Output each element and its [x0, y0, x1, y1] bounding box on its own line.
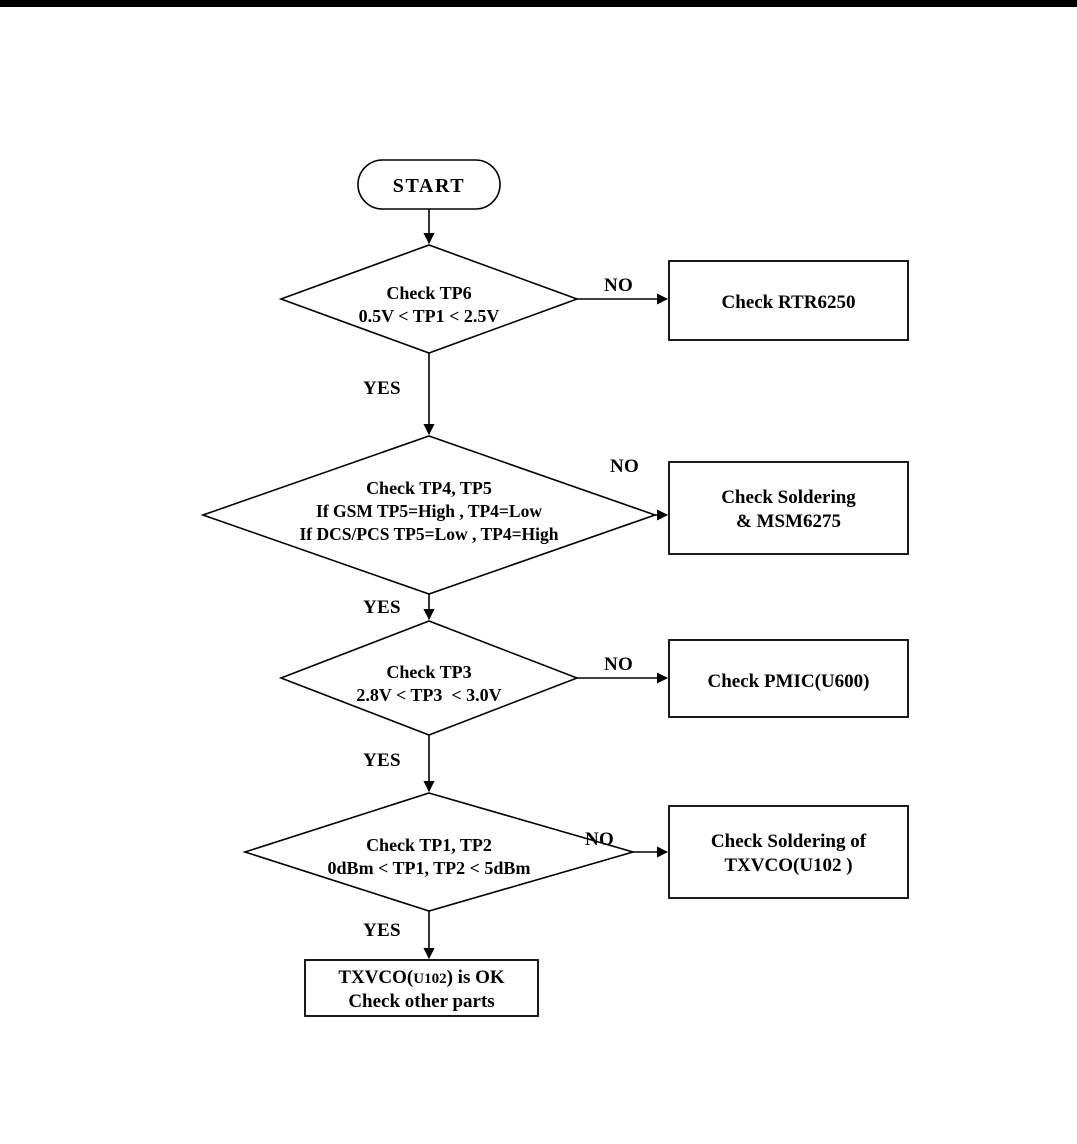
edge-label-yes-2: YES — [363, 597, 401, 618]
process4-shape — [668, 805, 909, 899]
edge-label-yes-1: YES — [363, 378, 401, 399]
top-black-band — [0, 0, 1077, 7]
start-terminator-shape — [357, 159, 501, 210]
edge-label-no-2: NO — [610, 456, 640, 477]
edge-label-no-3: NO — [604, 654, 634, 675]
process2-shape — [668, 461, 909, 555]
edge-label-yes-4: YES — [363, 920, 401, 941]
decision3-shape — [278, 620, 580, 736]
edge-label-no-1: NO — [604, 275, 634, 296]
terminal-ok-shape — [304, 959, 539, 1017]
edge-label-yes-3: YES — [363, 750, 401, 771]
decision1-shape — [278, 244, 580, 354]
process1-shape — [668, 260, 909, 341]
process3-shape — [668, 639, 909, 718]
edge-label-no-4: NO — [585, 829, 615, 850]
decision4-shape — [242, 792, 636, 912]
decision2-shape — [200, 435, 658, 595]
